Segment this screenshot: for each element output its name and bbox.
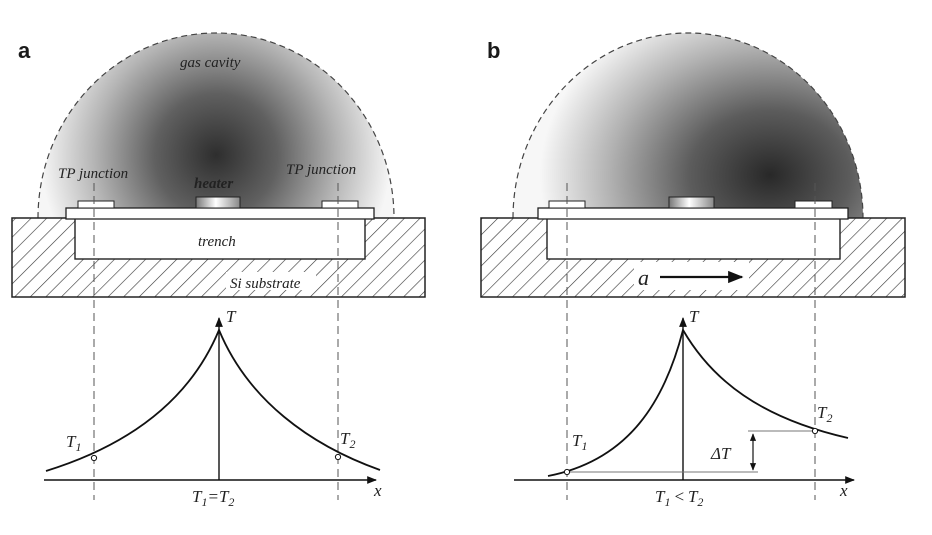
trench-label: trench bbox=[198, 234, 236, 250]
gas-cavity-outline bbox=[512, 32, 864, 219]
heater bbox=[195, 196, 241, 209]
relation-label: T1=T2 bbox=[192, 487, 234, 509]
t2-label: T2 bbox=[340, 429, 355, 451]
temperature-curve bbox=[547, 327, 849, 477]
gas-cavity-dome bbox=[38, 33, 394, 218]
t1-label: T1 bbox=[572, 431, 587, 453]
tp-junction-right bbox=[321, 200, 359, 209]
tp-junction-right-label: TP junction bbox=[286, 162, 356, 178]
t-axis-label: T bbox=[689, 307, 700, 326]
delta-t-label: ΔT bbox=[710, 444, 732, 463]
membrane bbox=[537, 207, 849, 220]
t-axis-label: T bbox=[226, 307, 237, 326]
heater-label: heater bbox=[194, 176, 233, 192]
t2-point bbox=[334, 453, 342, 461]
tp-junction-left-label: TP junction bbox=[58, 166, 128, 182]
tp-junction-left bbox=[77, 200, 115, 209]
trench bbox=[546, 217, 841, 260]
panel-a-letter: a bbox=[18, 38, 31, 63]
t1-label: T1 bbox=[66, 432, 81, 454]
relation-label: T1<T2 bbox=[655, 487, 703, 509]
t1-point bbox=[563, 468, 571, 476]
x-axis-label: x bbox=[839, 481, 848, 500]
gas-cavity-label: gas cavity bbox=[180, 55, 241, 71]
substrate-label-bg bbox=[226, 272, 316, 290]
acceleration-label: a bbox=[638, 265, 649, 290]
trench bbox=[74, 217, 366, 260]
t1-point bbox=[90, 454, 98, 462]
gas-cavity-dome bbox=[513, 33, 863, 218]
panel-a: a gas cavity TP junction TP junction hea… bbox=[11, 32, 426, 509]
si-substrate-label: Si substrate bbox=[230, 276, 301, 292]
heater bbox=[668, 196, 715, 209]
temperature-curve bbox=[45, 327, 381, 472]
panel-b: b a T x ΔT T1 T2 T1<T2 bbox=[480, 32, 906, 509]
t2-point bbox=[811, 427, 819, 435]
tp-junction-right bbox=[794, 200, 833, 209]
t2-label: T2 bbox=[817, 403, 832, 425]
membrane bbox=[65, 207, 375, 220]
panel-b-letter: b bbox=[487, 38, 500, 63]
gas-cavity-outline bbox=[37, 32, 395, 219]
x-axis-label: x bbox=[373, 481, 382, 500]
